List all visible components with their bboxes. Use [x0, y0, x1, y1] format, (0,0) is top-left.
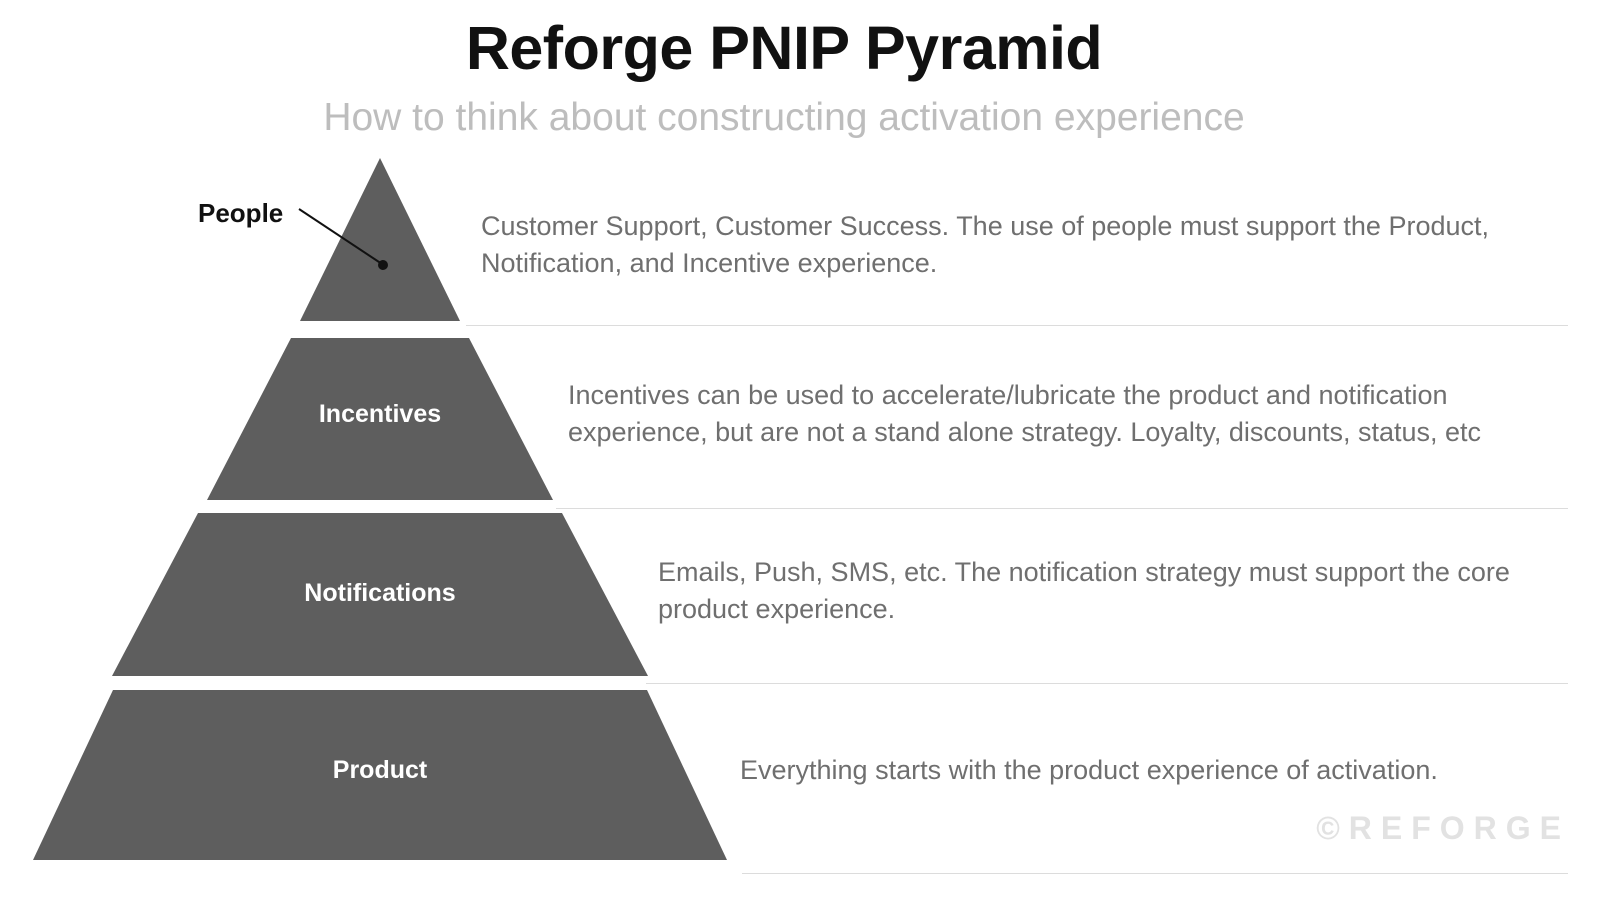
pyramid-tier-label-people: People [198, 198, 284, 228]
pyramid-tier-notifications[interactable] [112, 513, 648, 676]
tier-description-notifications: Emails, Push, SMS, etc. The notification… [658, 557, 1510, 624]
tier-description-people: Customer Support, Customer Success. The … [481, 211, 1490, 278]
page-title: Reforge PNIP Pyramid [465, 14, 1103, 82]
row-separator-2 [556, 508, 1568, 509]
tier-description-product: Everything starts with the product exper… [740, 755, 1438, 785]
pyramid-tier-people[interactable] [300, 158, 460, 321]
people-leader-line [298, 208, 388, 270]
pyramid-diagram [33, 158, 727, 860]
pyramid-tier-incentives[interactable] [207, 338, 553, 500]
row-separator-3 [646, 683, 1568, 684]
row-separator-1 [466, 325, 1568, 326]
pyramid-tier-product[interactable] [33, 690, 727, 860]
row-separator-4 [742, 873, 1568, 874]
tier-description-incentives: Incentives can be used to accelerate/lub… [568, 380, 1482, 447]
reforge-watermark: ©REFORGE [1316, 810, 1570, 846]
page-subtitle: How to think about constructing activati… [323, 96, 1245, 139]
